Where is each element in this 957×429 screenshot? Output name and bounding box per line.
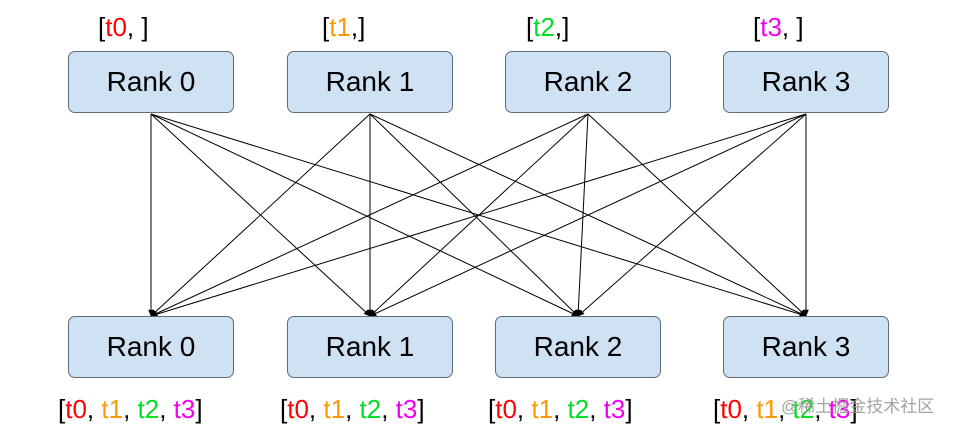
tensor-t2: t2 <box>792 394 815 424</box>
bracket-open: [ <box>713 394 721 424</box>
tensor-t1: t1 <box>756 394 779 424</box>
bracket-close: ,] <box>350 12 366 42</box>
separator: , <box>308 394 324 424</box>
bracket-close: ] <box>195 394 203 424</box>
bracket-open: [ <box>526 12 534 42</box>
edge-top3-to-bottom2 <box>577 113 807 317</box>
node-label: Rank 3 <box>761 66 851 97</box>
node-label: Rank 2 <box>533 331 623 362</box>
bracket-open: [ <box>58 394 66 424</box>
bracket-open: [ <box>98 12 106 42</box>
bracket-close: ] <box>850 394 858 424</box>
tensor-t3: t3 <box>173 394 196 424</box>
tensor-t1: t1 <box>531 394 554 424</box>
separator: , <box>516 394 532 424</box>
tensor-t0: t0 <box>105 12 127 42</box>
bottom-rank-0-node: Rank 0 <box>68 316 234 378</box>
bracket-close: , ] <box>781 12 804 42</box>
bracket-open: [ <box>280 394 288 424</box>
bottom-rank-2-tensor: [t0, t1, t2, t3] <box>488 394 633 424</box>
tensor-t3: t3 <box>603 394 626 424</box>
bracket-close: , ] <box>126 12 149 42</box>
separator: , <box>381 394 396 424</box>
edge-top3-to-bottom0 <box>150 113 807 317</box>
node-label: Rank 0 <box>106 66 196 97</box>
separator: , <box>345 394 360 424</box>
bracket-close: ] <box>625 394 633 424</box>
tensor-t0: t0 <box>495 394 517 424</box>
tensor-t1: t1 <box>329 12 351 42</box>
edge-top1-to-bottom0 <box>150 113 371 317</box>
bottom-rank-2-node: Rank 2 <box>495 316 661 378</box>
bottom-rank-1-tensor: [t0, t1, t2, t3] <box>280 394 425 424</box>
tensor-t3: t3 <box>395 394 418 424</box>
bracket-close: ,] <box>554 12 570 42</box>
tensor-t2: t2 <box>533 12 555 42</box>
tensor-t0: t0 <box>720 394 742 424</box>
tensor-t2: t2 <box>567 394 590 424</box>
separator: , <box>778 394 793 424</box>
top-rank-0-node: Rank 0 <box>68 51 234 113</box>
edge-top2-to-bottom3 <box>587 113 807 317</box>
top-rank-2-node: Rank 2 <box>505 51 671 113</box>
tensor-t1: t1 <box>323 394 346 424</box>
separator: , <box>741 394 757 424</box>
node-label: Rank 1 <box>325 331 415 362</box>
bottom-rank-0-tensor: [t0, t1, t2, t3] <box>58 394 203 424</box>
bracket-open: [ <box>322 12 330 42</box>
tensor-t0: t0 <box>65 394 87 424</box>
separator: , <box>123 394 138 424</box>
node-label: Rank 3 <box>761 331 851 362</box>
tensor-t0: t0 <box>287 394 309 424</box>
edge-top3-to-bottom1 <box>369 113 807 317</box>
edge-top2-to-bottom2 <box>575 113 589 317</box>
bottom-rank-3-tensor: [t0, t1, t2, t3] <box>713 394 858 424</box>
watermark: @稀土掘金技术社区 <box>781 397 935 416</box>
top-rank-3-node: Rank 3 <box>723 51 889 113</box>
separator: , <box>814 394 829 424</box>
node-label: Rank 1 <box>325 66 415 97</box>
bracket-open: [ <box>488 394 496 424</box>
bracket-close: ] <box>417 394 425 424</box>
tensor-t3: t3 <box>828 394 851 424</box>
edge-top0-to-bottom2 <box>150 113 579 317</box>
bracket-open: [ <box>753 12 761 42</box>
top-rank-3-tensor: [t3, ] <box>753 12 804 42</box>
top-rank-2-tensor: [t2,] <box>526 12 569 42</box>
top-rank-0-tensor: [t0, ] <box>98 12 149 42</box>
edge-top2-to-bottom0 <box>150 113 589 317</box>
tensor-t2: t2 <box>359 394 382 424</box>
tensor-t1: t1 <box>101 394 124 424</box>
separator: , <box>589 394 604 424</box>
bottom-rank-1-node: Rank 1 <box>287 316 453 378</box>
tensor-t3: t3 <box>760 12 782 42</box>
edge-top1-to-bottom2 <box>369 113 579 317</box>
node-label: Rank 2 <box>543 66 633 97</box>
separator: , <box>553 394 568 424</box>
top-rank-1-tensor: [t1,] <box>322 12 365 42</box>
separator: , <box>159 394 174 424</box>
node-label: Rank 0 <box>106 331 196 362</box>
separator: , <box>86 394 102 424</box>
bottom-rank-3-node: Rank 3 <box>723 316 889 378</box>
tensor-t2: t2 <box>137 394 160 424</box>
top-rank-1-node: Rank 1 <box>287 51 453 113</box>
